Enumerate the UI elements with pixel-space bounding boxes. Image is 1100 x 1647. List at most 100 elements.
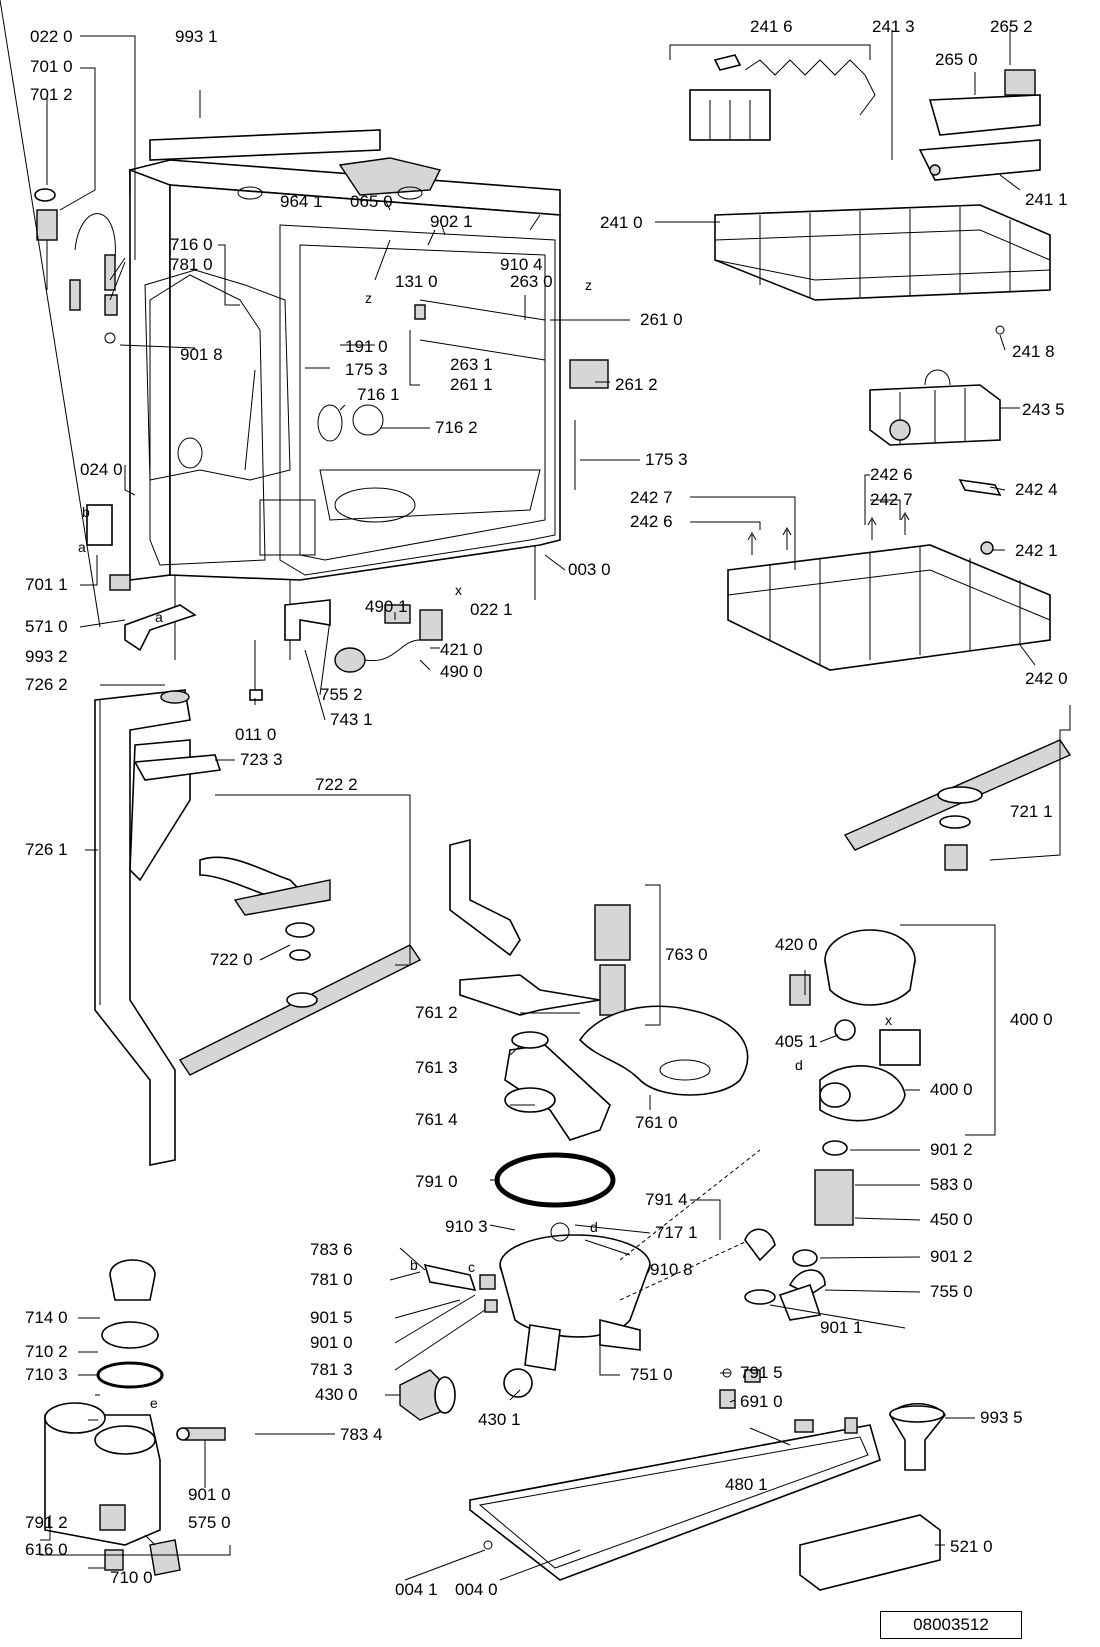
label-261-2: 261 2	[615, 375, 658, 394]
label-763-0: 763 0	[665, 945, 708, 964]
label-243-5: 243 5	[1022, 400, 1065, 419]
label-265-0: 265 0	[935, 50, 978, 69]
letter-b-2: b	[410, 1257, 418, 1273]
bracket-lines	[39, 44, 1071, 1556]
label-783-6: 783 6	[310, 1240, 353, 1259]
pump-motor	[744, 929, 921, 1321]
label-175-3-right: 175 3	[645, 450, 688, 469]
upper-spray-arm	[843, 739, 1072, 871]
sump	[499, 1149, 761, 1371]
label-011-0: 011 0	[235, 725, 276, 744]
letter-x-2: x	[885, 1012, 892, 1028]
heater-parts	[399, 1263, 761, 1421]
label-263-0: 263 0	[510, 272, 553, 291]
label-691-0: 691 0	[740, 1392, 783, 1411]
connection-letters: a b a x z z d x d b c e	[78, 277, 892, 1411]
label-910-3: 910 3	[445, 1217, 488, 1236]
label-175-3-left: 175 3	[345, 360, 388, 379]
label-701-0: 701 0	[30, 57, 73, 76]
label-714-0: 714 0	[25, 1308, 68, 1327]
label-993-5: 993 5	[980, 1408, 1023, 1427]
letter-a: a	[78, 539, 86, 555]
label-901-1: 901 1	[820, 1318, 863, 1337]
label-710-0: 710 0	[110, 1568, 153, 1587]
label-241-3: 241 3	[872, 17, 915, 36]
label-241-1: 241 1	[1025, 190, 1068, 209]
gasket-ring	[494, 1152, 616, 1208]
lower-basket	[727, 478, 1051, 671]
water-tube	[94, 689, 222, 1166]
label-241-8: 241 8	[1012, 342, 1055, 361]
label-241-0: 241 0	[600, 213, 643, 232]
label-781-0-bottom: 781 0	[310, 1270, 353, 1289]
label-400-0-bottom: 400 0	[930, 1080, 973, 1099]
upper-basket-group	[689, 54, 1051, 335]
label-265-2: 265 2	[990, 17, 1033, 36]
label-241-6: 241 6	[750, 17, 793, 36]
label-716-2: 716 2	[435, 418, 478, 437]
label-761-3: 761 3	[415, 1058, 458, 1077]
label-791-5: 791 5	[740, 1363, 783, 1382]
letter-z-2: z	[585, 277, 592, 293]
label-583-0: 583 0	[930, 1175, 973, 1194]
label-993-1: 993 1	[175, 27, 218, 46]
label-743-1: 743 1	[330, 710, 373, 729]
label-242-7-left: 242 7	[630, 488, 673, 507]
label-263-1: 263 1	[450, 355, 493, 374]
letter-d-2: d	[590, 1219, 598, 1235]
label-993-2: 993 2	[25, 647, 68, 666]
label-901-0-center: 901 0	[310, 1333, 353, 1352]
label-901-5: 901 5	[310, 1308, 353, 1327]
label-791-0: 791 0	[415, 1172, 458, 1191]
label-242-7-right: 242 7	[870, 490, 913, 509]
label-521-0: 521 0	[950, 1537, 993, 1556]
label-717-1: 717 1	[655, 1223, 698, 1242]
label-751-0: 751 0	[630, 1365, 673, 1384]
label-791-4: 791 4	[645, 1190, 688, 1209]
label-716-1: 716 1	[357, 385, 400, 404]
label-722-0: 722 0	[210, 950, 253, 969]
label-242-0: 242 0	[1025, 669, 1068, 688]
label-191-0: 191 0	[345, 337, 388, 356]
label-571-0: 571 0	[25, 617, 68, 636]
letter-x: x	[455, 582, 462, 598]
label-701-1: 701 1	[25, 575, 68, 594]
label-004-0: 004 0	[455, 1580, 498, 1599]
label-421-0: 421 0	[440, 640, 483, 659]
label-783-4: 783 4	[340, 1425, 383, 1444]
label-910-8: 910 8	[650, 1260, 693, 1279]
label-781-0-top: 781 0	[170, 255, 213, 274]
label-400-0-top: 400 0	[1010, 1010, 1053, 1029]
letter-b: b	[82, 504, 90, 520]
label-755-2: 755 2	[320, 685, 363, 704]
label-490-0: 490 0	[440, 662, 483, 681]
label-710-3: 710 3	[25, 1365, 68, 1384]
letter-a-2: a	[155, 609, 163, 625]
base-plate	[469, 1403, 946, 1591]
label-420-0: 420 0	[775, 935, 818, 954]
label-242-6-left: 242 6	[630, 512, 673, 531]
label-065-0: 065 0	[350, 192, 393, 211]
label-901-0-left: 901 0	[188, 1485, 231, 1504]
left-small-parts	[34, 188, 443, 701]
label-242-6-right: 242 6	[870, 465, 913, 484]
label-726-2: 726 2	[25, 675, 68, 694]
label-022-1: 022 1	[470, 600, 513, 619]
label-755-0: 755 0	[930, 1282, 973, 1301]
label-721-1: 721 1	[1010, 802, 1053, 821]
label-480-1: 480 1	[725, 1475, 768, 1494]
label-701-2: 701 2	[30, 85, 73, 104]
salt-container	[44, 1259, 226, 1576]
label-781-3: 781 3	[310, 1360, 353, 1379]
letter-c: c	[468, 1259, 475, 1275]
cabinet-assembly	[129, 129, 609, 660]
label-004-1: 004 1	[395, 1580, 438, 1599]
label-723-3: 723 3	[240, 750, 283, 769]
label-616-0: 616 0	[25, 1540, 68, 1559]
label-405-1: 405 1	[775, 1032, 818, 1051]
filter-assembly	[449, 838, 749, 1141]
label-964-1: 964 1	[280, 192, 323, 211]
label-761-4: 761 4	[415, 1110, 458, 1129]
label-901-8: 901 8	[180, 345, 223, 364]
